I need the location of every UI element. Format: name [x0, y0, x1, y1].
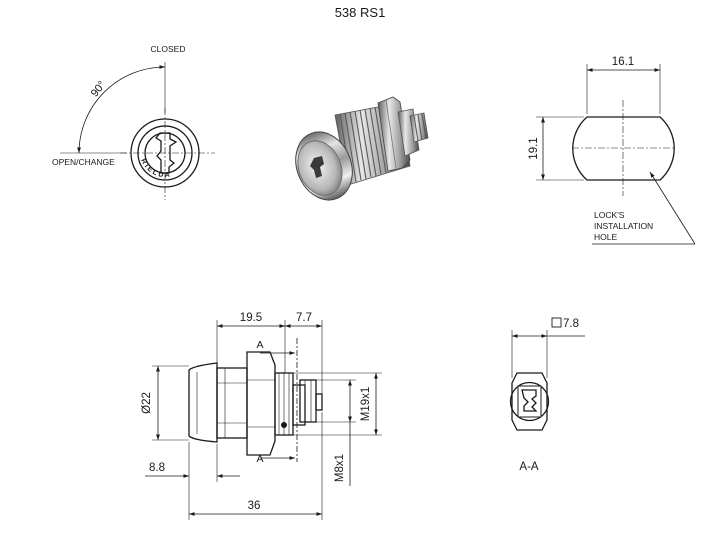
section-mark-bottom: A — [256, 453, 263, 465]
square-symbol-icon — [551, 317, 562, 328]
dim-m8-label: M8x1 — [334, 454, 346, 482]
hole-callout-line-3: HOLE — [594, 232, 617, 242]
section-view: 7.8 A-A — [509, 317, 585, 473]
section-label: A-A — [519, 461, 539, 473]
lock-product-image — [295, 96, 429, 201]
square-dim-label: 7.8 — [563, 318, 579, 330]
hole-width-label: 16.1 — [612, 56, 634, 68]
hole-callout-line-1: LOCK'S — [594, 210, 625, 220]
closed-label: CLOSED — [151, 44, 186, 54]
rotation-angle-label: 90° — [89, 79, 109, 100]
hole-callout-line-2: INSTALLATION — [594, 221, 653, 231]
section-mark-top: A — [256, 339, 263, 351]
svg-text:RIELDA: RIELDA — [139, 158, 172, 179]
dim-m19-label: M19x1 — [360, 387, 372, 422]
side-view: A A 19.5 7.7 Ø22 M19x1 M8x1 8.8 — [141, 312, 382, 520]
key-profile-icon — [521, 389, 538, 412]
brand-ring-text: RIELDA — [139, 158, 172, 179]
open-change-label: OPEN/CHANGE — [52, 157, 115, 167]
dim-36-label: 36 — [248, 500, 261, 512]
front-view: RIELDA CLOSED OPEN/CHANGE 90° — [52, 44, 215, 200]
dim-19-5-label: 19.5 — [240, 312, 262, 324]
dim-diameter-label: Ø22 — [141, 392, 153, 414]
dim-7-7-label: 7.7 — [296, 312, 312, 324]
hole-height-label: 19.1 — [528, 137, 540, 159]
drawing-title: 538 RS1 — [335, 5, 386, 20]
dim-8-8-label: 8.8 — [149, 462, 165, 474]
installation-hole-view: 16.1 19.1 LOCK'S INSTALLATION HOLE — [528, 56, 696, 245]
